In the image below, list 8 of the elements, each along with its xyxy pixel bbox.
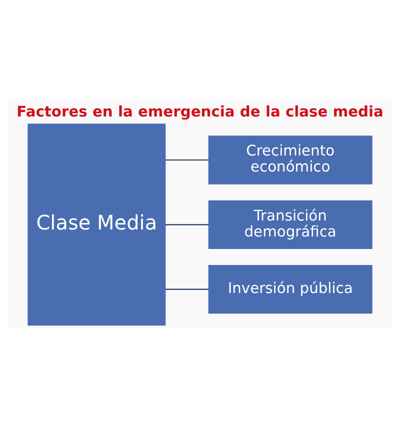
node-box: Inversión pública: [208, 264, 372, 314]
connector: [166, 224, 209, 225]
connector: [166, 158, 209, 160]
connector: [166, 288, 209, 290]
node-box: Crecimiento económico: [208, 135, 372, 184]
node-box: Clase Media: [28, 123, 166, 326]
diagram-title: Factores en la emergencia de la clase media: [16, 102, 384, 120]
node-box: Transición demográfica: [208, 200, 372, 248]
